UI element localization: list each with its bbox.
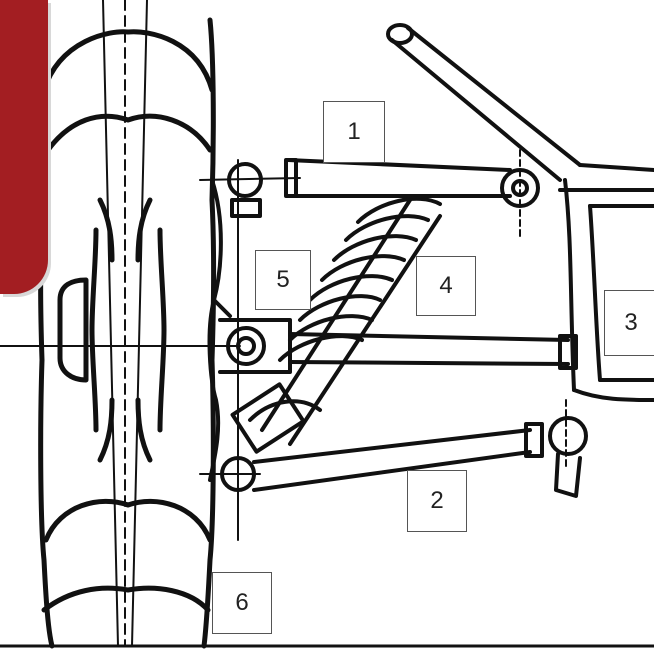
frame-member: [563, 178, 654, 402]
pivot-centerlines: [519, 149, 567, 471]
callout-2: 2: [407, 470, 467, 532]
tie-rod: [218, 318, 578, 374]
coil-spring: [230, 196, 442, 454]
callout-3: 3: [604, 290, 654, 356]
wheel-centerlines: [0, 0, 241, 647]
callout-5: 5: [255, 250, 311, 310]
callout-6: 6: [212, 572, 272, 634]
upper-control-arm: [199, 158, 540, 218]
frame-tube: [386, 23, 654, 192]
sidebar-panel: [0, 0, 48, 294]
callout-1: 1: [323, 101, 385, 163]
callout-4: 4: [416, 256, 476, 316]
lower-control-arm: [199, 416, 588, 498]
wheel: [37, 17, 216, 649]
